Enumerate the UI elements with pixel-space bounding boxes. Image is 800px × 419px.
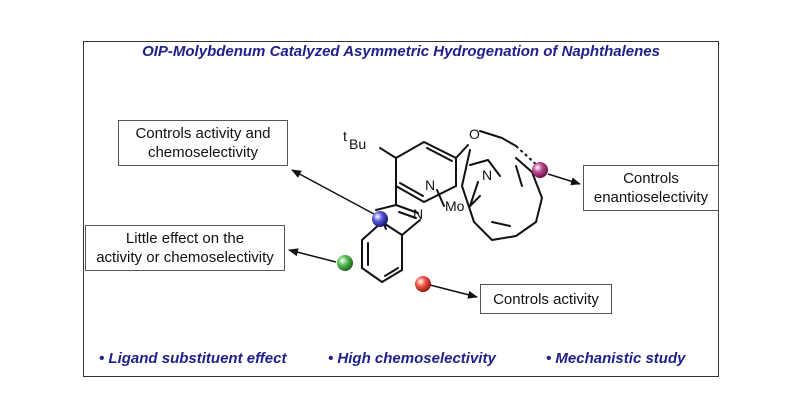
figure-title: OIP-Molybdenum Catalyzed Asymmetric Hydr… (142, 43, 660, 60)
aryl-double-2 (384, 267, 399, 277)
imine-cn (395, 204, 419, 214)
pyridine-double-1 (426, 147, 453, 162)
bridge-bond-1 (455, 144, 469, 159)
red-sphere (415, 276, 431, 292)
molybdenum-label: Mo (445, 198, 465, 214)
oxazoline-bond (469, 159, 489, 166)
green-sphere (337, 255, 353, 271)
box-controls-enantioselectivity: Controls enantioselectivity (583, 165, 719, 211)
purple-sphere (532, 162, 548, 178)
imine-methyl (375, 204, 397, 211)
bonds (361, 130, 544, 284)
bridge-bond-3 (501, 137, 517, 147)
n-mo-bond (436, 189, 445, 207)
bullet-ligand-effect: • Ligand substituent effect (99, 350, 287, 367)
fused-inner-2 (491, 221, 511, 227)
tbu-superscript: t (343, 128, 347, 144)
box-line: chemoselectivity (147, 144, 259, 161)
imine-n-label: N (413, 206, 423, 222)
bullet-chemoselectivity: • High chemoselectivity (328, 350, 496, 367)
box-controls-activity-chemoselectivity: Controls activity and chemoselectivity (118, 120, 288, 166)
fused-inner-1 (469, 181, 479, 207)
box-line: enantioselectivity (593, 189, 709, 206)
imine-cn-double (398, 211, 417, 219)
bullet-mechanistic-study: • Mechanistic study (546, 350, 686, 367)
n-aryl-bond (401, 219, 421, 236)
oxazoline-bond-2 (487, 159, 501, 177)
box-controls-activity: Controls activity (480, 284, 612, 314)
mo-ring-bond (469, 195, 481, 207)
box-line: Little effect on the (125, 230, 245, 247)
pyridine-ring (395, 140, 457, 204)
arrow-red-to-box (429, 284, 478, 299)
box-line: activity or chemoselectivity (96, 249, 274, 266)
box-little-effect: Little effect on the activity or chemose… (85, 225, 285, 271)
bridge-bond-2 (479, 130, 503, 139)
pyridine-n-label: N (425, 177, 435, 193)
tbu-label: Bu (349, 136, 366, 152)
tbu-bond (379, 147, 397, 159)
fused-ring-outline (460, 149, 544, 242)
oxygen-label: O (469, 126, 480, 142)
box-line: Controls activity and (135, 125, 271, 142)
oxazoline-n-label: N (482, 167, 492, 183)
box-line: Controls (623, 170, 679, 187)
pyridine-double-2 (399, 182, 424, 197)
box-line: Controls activity (493, 290, 599, 308)
arrow-green-to-box (288, 248, 337, 263)
arrows (288, 169, 581, 299)
blue-sphere (372, 211, 388, 227)
arrow-blue-to-box (291, 169, 375, 215)
fused-inner-3 (515, 165, 523, 187)
arrow-purple-to-box (547, 173, 581, 186)
